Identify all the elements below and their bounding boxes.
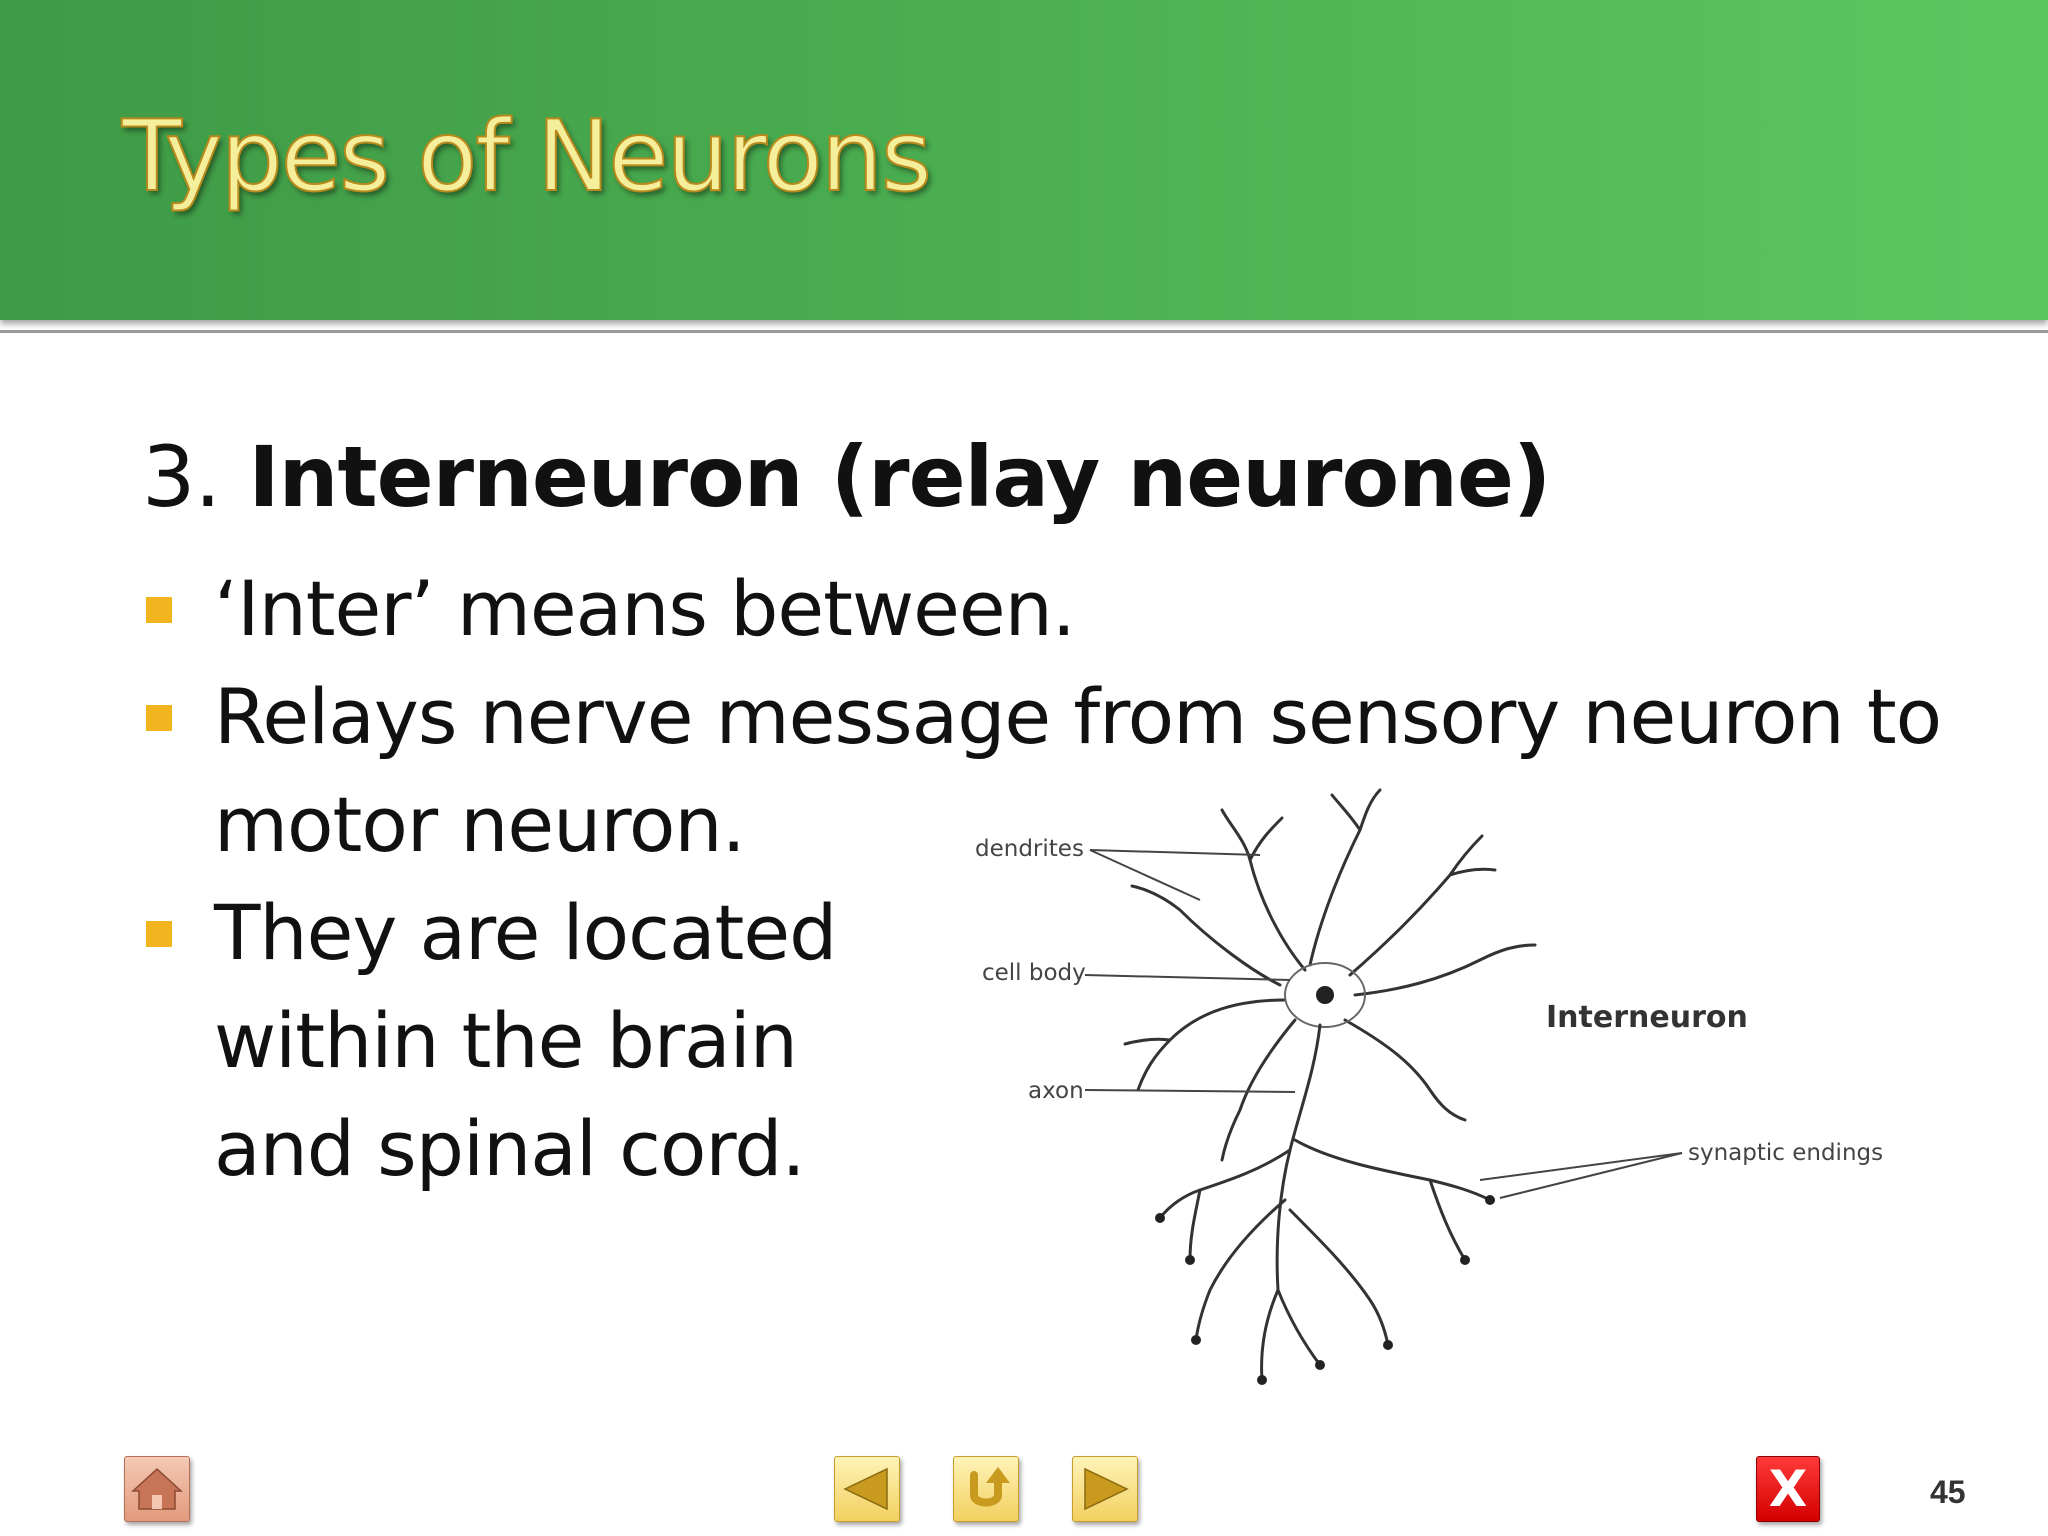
close-icon: X <box>1768 1460 1808 1518</box>
label-axon: axon <box>1028 1078 1084 1104</box>
interneuron-illustration <box>1084 788 1683 1385</box>
page-number: 45 <box>1930 1474 1966 1510</box>
previous-slide-button[interactable] <box>834 1456 900 1522</box>
slide-title: Types of Neurons <box>121 100 933 214</box>
bullet-square-icon <box>146 705 172 731</box>
subheading-text: Interneuron (relay neurone) <box>248 428 1551 526</box>
header-divider <box>0 330 2048 333</box>
label-dendrites: dendrites <box>975 836 1084 862</box>
prev-arrow-icon <box>843 1467 888 1511</box>
interneuron-diagram: dendrites cell body axon Interneuron syn… <box>960 770 1900 1410</box>
bullet-text: They are located within the brain and sp… <box>214 888 837 1193</box>
subheading-number: 3. <box>142 428 221 526</box>
close-button[interactable]: X <box>1756 1456 1820 1522</box>
return-icon <box>970 1467 1010 1507</box>
next-arrow-icon <box>1084 1467 1129 1511</box>
label-synaptic-endings: synaptic endings <box>1688 1140 1884 1166</box>
bullet-text: ‘Inter’ means between. <box>214 564 1076 653</box>
home-button[interactable] <box>124 1456 190 1522</box>
label-cell-body: cell body <box>982 960 1086 986</box>
bullet-item: They are located within the brain and sp… <box>140 879 1994 1203</box>
bullet-list: ‘Inter’ means between. Relays nerve mess… <box>140 555 1994 1203</box>
bullet-item: ‘Inter’ means between. <box>140 555 1994 663</box>
subheading: 3. Interneuron (relay neurone) <box>142 435 1551 519</box>
bullet-square-icon <box>146 597 172 623</box>
bullet-square-icon <box>146 921 172 947</box>
next-slide-button[interactable] <box>1072 1456 1138 1522</box>
home-icon <box>131 1467 183 1510</box>
header-bar <box>0 0 2048 320</box>
return-button[interactable] <box>953 1456 1019 1522</box>
bullet-item: Relays nerve message from sensory neuron… <box>140 663 1994 879</box>
bullet-text: Relays nerve message from sensory neuron… <box>214 672 1942 869</box>
diagram-title: Interneuron <box>1546 1000 1748 1035</box>
